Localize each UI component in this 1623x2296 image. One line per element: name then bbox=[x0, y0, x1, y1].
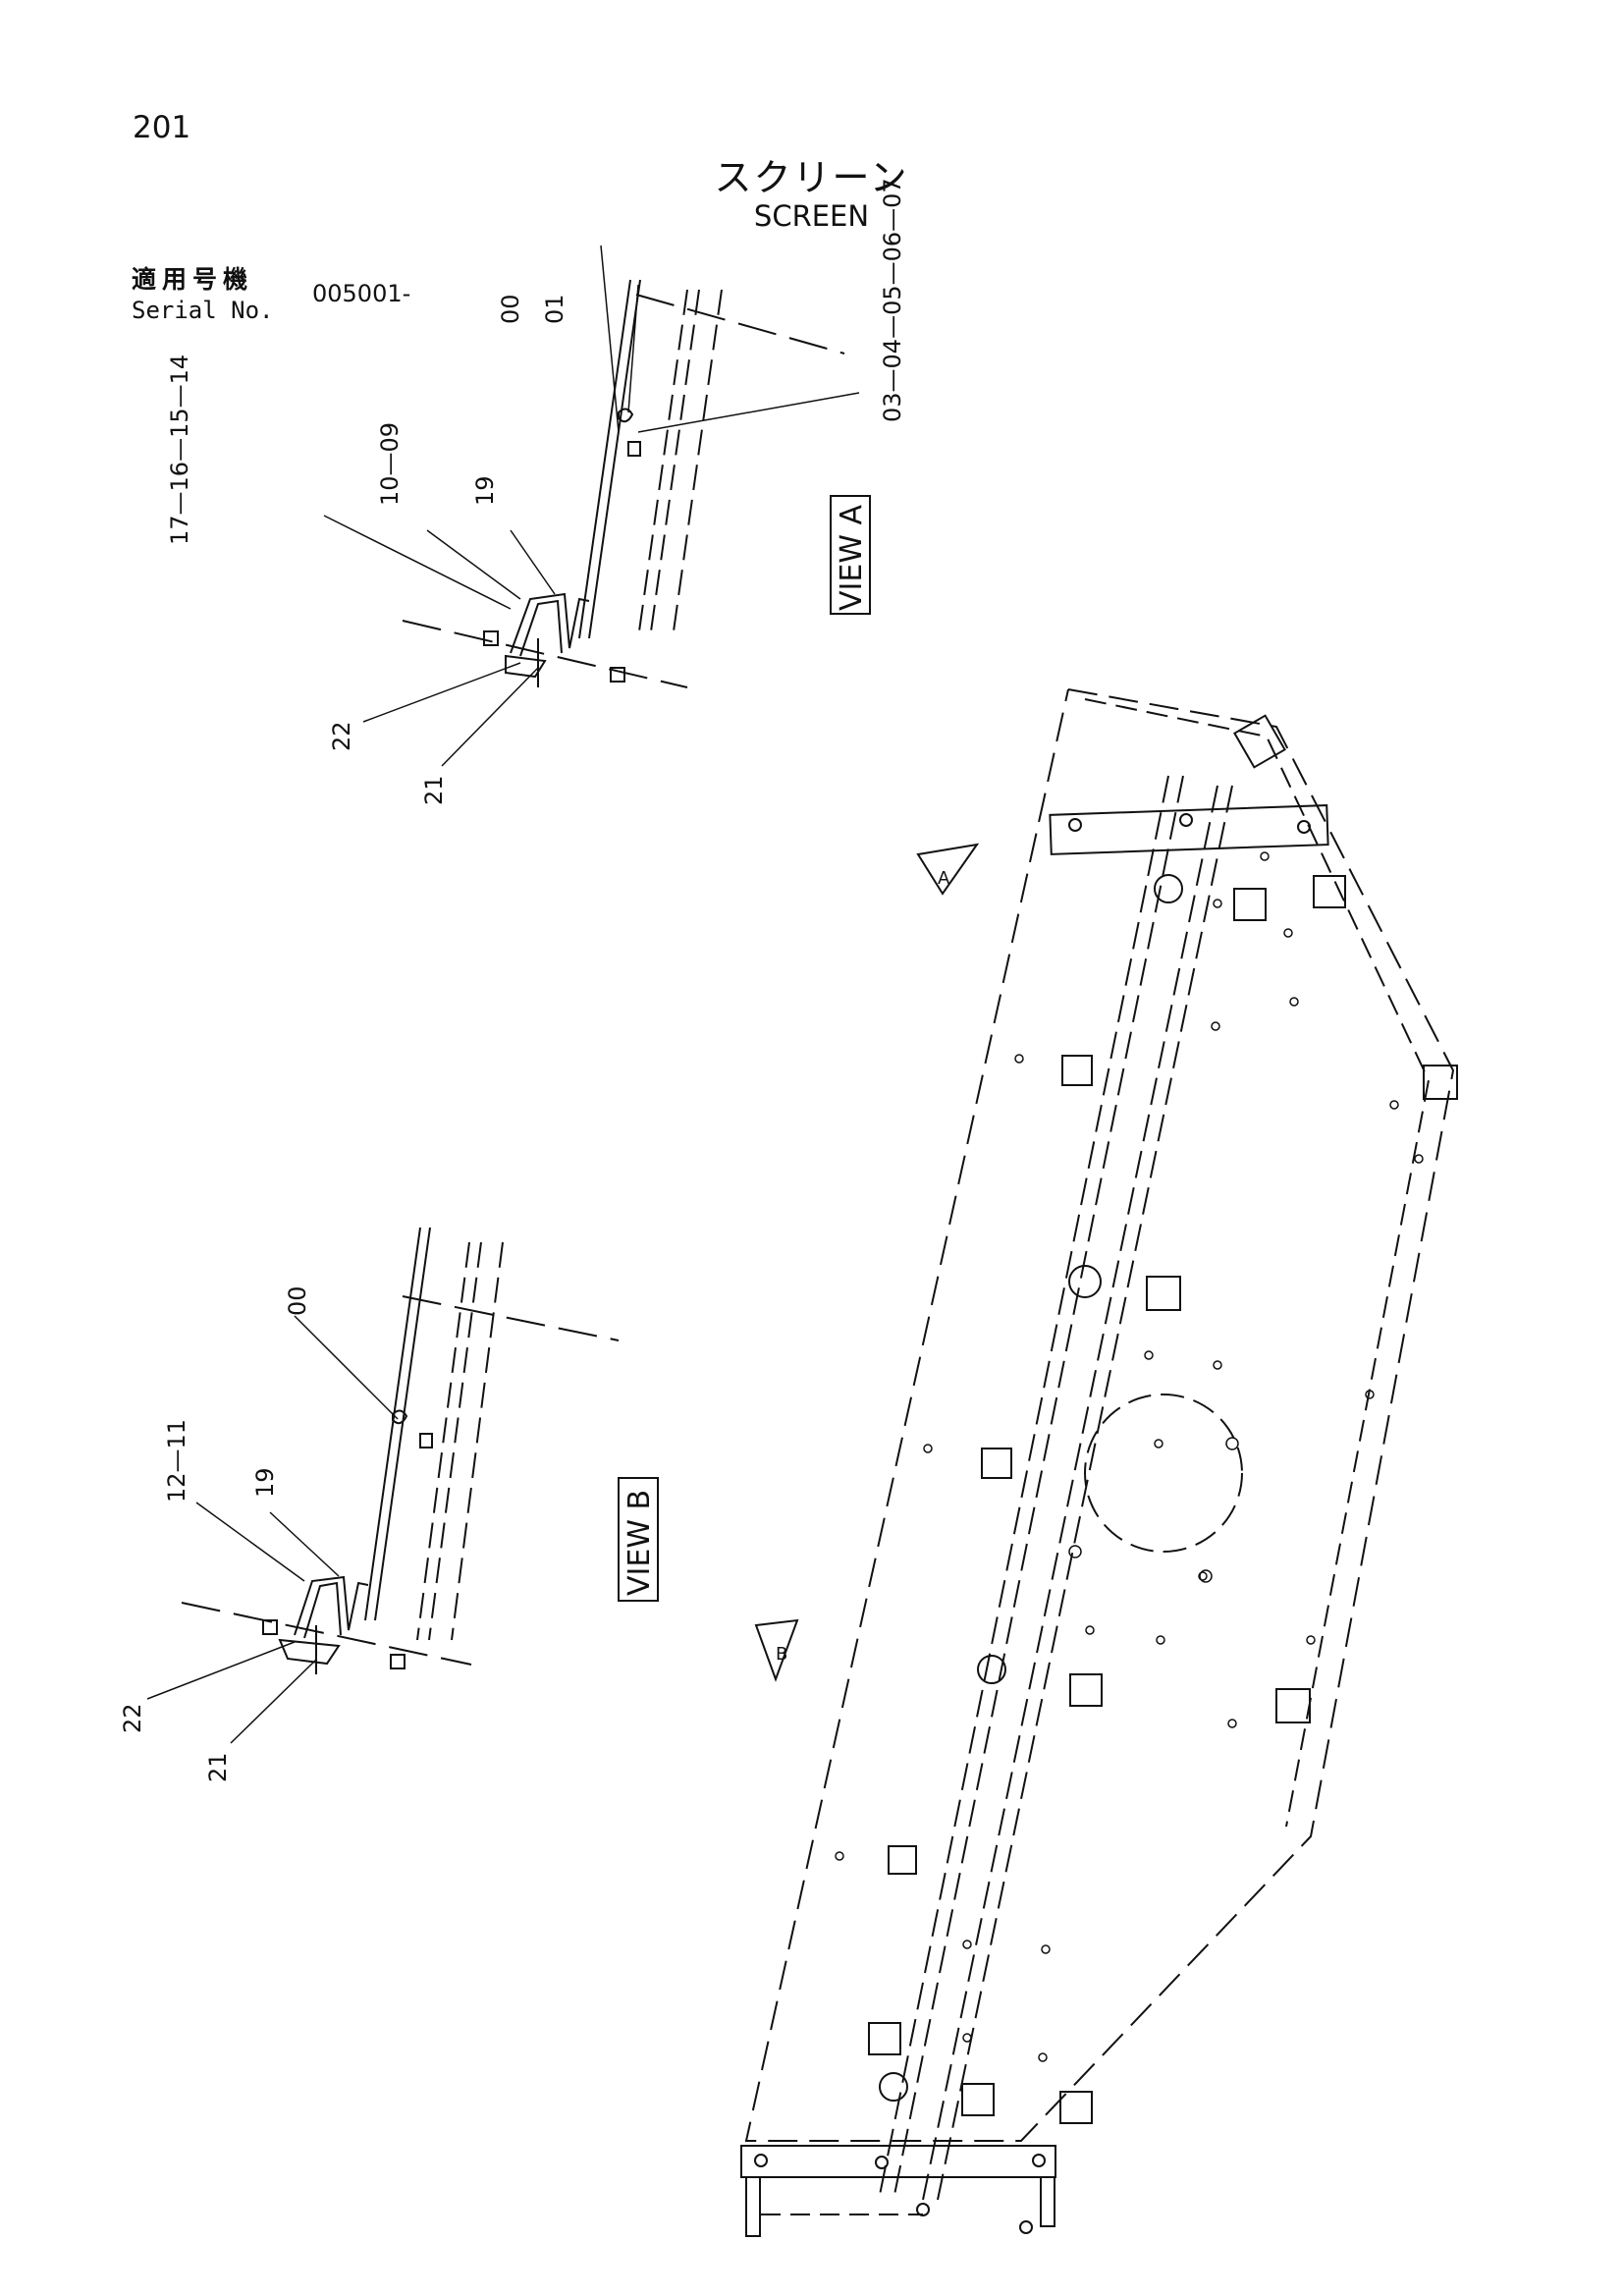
view-b-detail bbox=[146, 1227, 620, 1744]
view-a-callout-00: 00 bbox=[497, 294, 524, 324]
view-a-detail bbox=[323, 245, 860, 767]
page-title-japanese: スクリーン bbox=[714, 156, 909, 199]
view-b-callout-12-11: 12—11 bbox=[163, 1419, 190, 1503]
view-a-arrow bbox=[916, 843, 980, 896]
view-a-callout-10-09: 10—09 bbox=[376, 422, 404, 506]
view-a-callout-22: 22 bbox=[328, 721, 355, 751]
view-a-callout-19: 19 bbox=[471, 475, 499, 506]
main-view-bolts bbox=[754, 813, 1311, 2234]
page-number: 201 bbox=[133, 110, 191, 145]
main-screen-outline bbox=[740, 688, 1455, 2237]
serial-label-japanese: 適用号機 bbox=[132, 265, 254, 294]
view-b-arrow-label: B bbox=[776, 1644, 787, 1665]
view-b-label: VIEW B bbox=[622, 1490, 657, 1596]
view-b-callout-00: 00 bbox=[284, 1285, 311, 1316]
main-view-holes bbox=[835, 851, 1424, 2062]
view-b-callout-22: 22 bbox=[119, 1703, 146, 1733]
page-title-english: SCREEN bbox=[753, 199, 870, 233]
view-a-label: VIEW A bbox=[835, 504, 869, 611]
serial-label-english: Serial No. bbox=[132, 297, 274, 324]
view-a-arrow-label: A bbox=[938, 868, 950, 889]
serial-number-value: 005001- bbox=[312, 280, 411, 307]
view-a-callout-03-07: 03—04—05—06—07 bbox=[879, 178, 906, 422]
view-a-callout-17-14: 17—16—15—14 bbox=[166, 355, 193, 545]
view-b-callout-19: 19 bbox=[251, 1467, 279, 1498]
main-view-brackets bbox=[868, 875, 1458, 2124]
view-b-callout-21: 21 bbox=[204, 1752, 232, 1782]
view-a-callout-21: 21 bbox=[420, 775, 448, 805]
view-a-callout-01: 01 bbox=[541, 294, 568, 324]
view-b-arrow bbox=[754, 1618, 799, 1682]
